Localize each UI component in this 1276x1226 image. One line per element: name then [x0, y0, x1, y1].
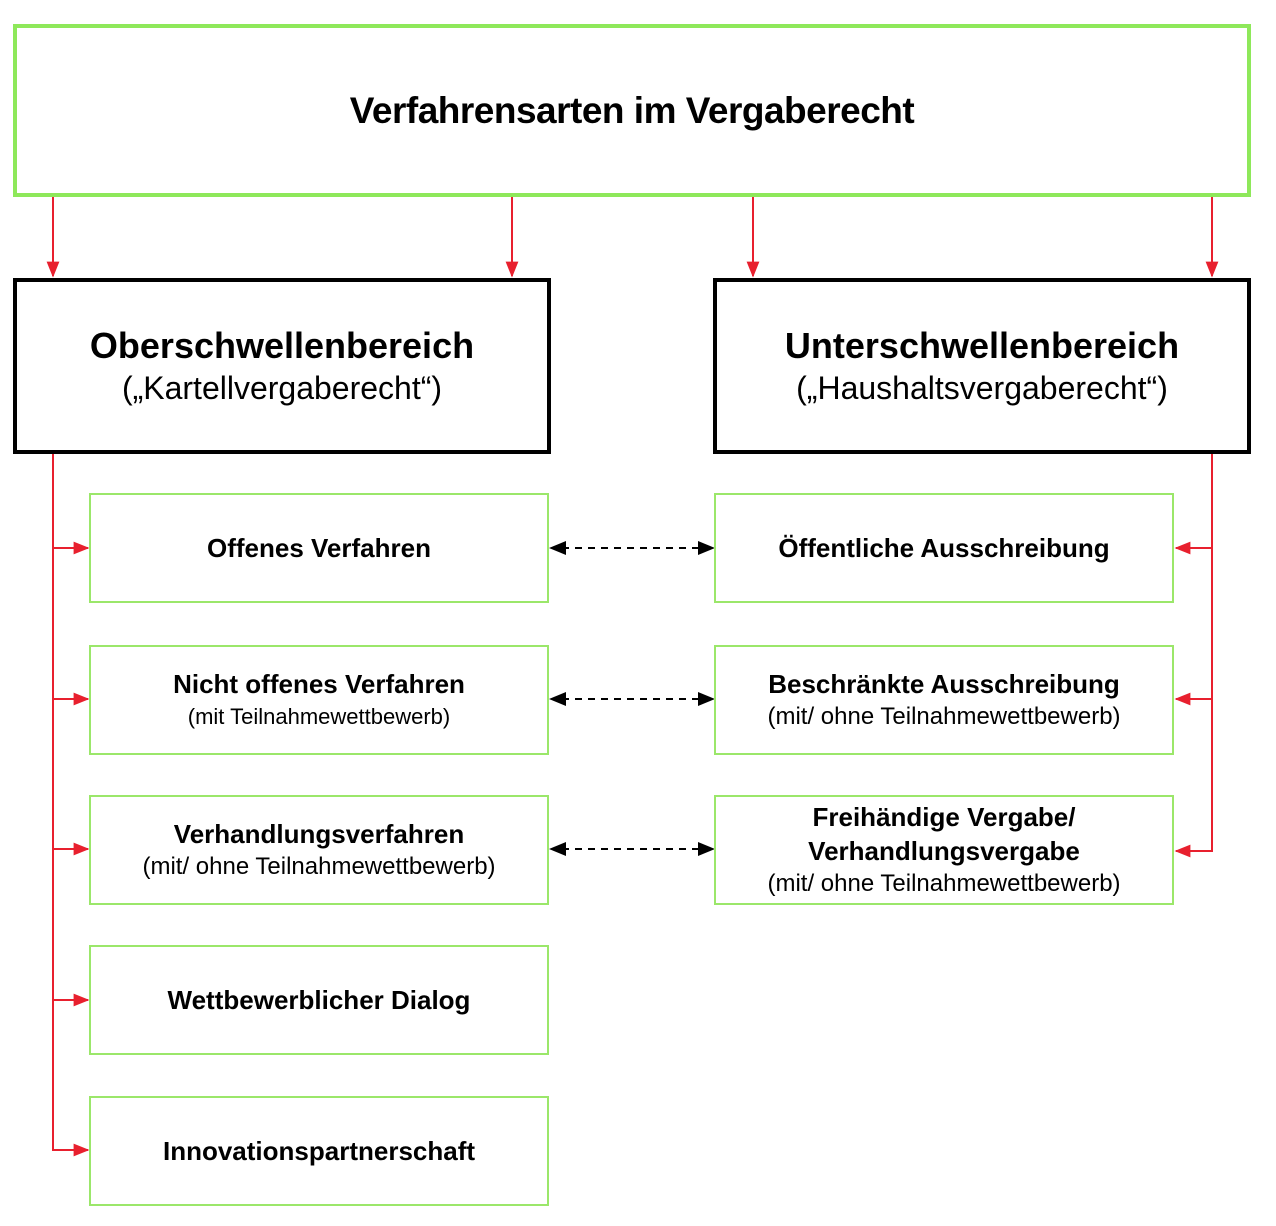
procedure-box-offenes-verfahren: Offenes Verfahren [89, 493, 549, 603]
ober-heading: Oberschwellenbereich [89, 325, 475, 366]
dashed-arrowhead-row-2-left [549, 692, 566, 706]
procedure-box-oeffentliche-ausschreibung: Öffentliche Ausschreibung [714, 493, 1174, 603]
procedure-box-beschraenkte-ausschreibung: Beschränkte Ausschreibung (mit/ ohne Tei… [714, 645, 1174, 755]
procedure-title: Innovationspartnerschaft [162, 1136, 476, 1166]
procedure-box-freihaendige-vergabe: Freihändige Vergabe/ Verhandlungsvergabe… [714, 795, 1174, 905]
procedure-note: (mit/ ohne Teilnahmewettbewerb) [142, 853, 496, 880]
dashed-arrowhead-row-2-right [698, 692, 715, 706]
unterschwellenbereich-box: Unterschwellenbereich („Haushaltsvergabe… [713, 278, 1251, 454]
unter-subheading: („Haushaltsvergaberecht“) [796, 370, 1168, 406]
dashed-arrowhead-row-3-right [698, 842, 715, 856]
procedure-title: Öffentliche Ausschreibung [778, 533, 1110, 563]
procedure-note: (mit/ ohne Teilnahmewettbewerb) [767, 870, 1121, 897]
dashed-arrowhead-row-1-right [698, 541, 715, 555]
oberschwellenbereich-box: Oberschwellenbereich („Kartellvergaberec… [13, 278, 551, 454]
dashed-arrowhead-row-1-left [549, 541, 566, 555]
procedure-title: Offenes Verfahren [207, 533, 431, 563]
procedure-box-wettbewerblicher-dialog: Wettbewerblicher Dialog [89, 945, 549, 1055]
title-box: Verfahrensarten im Vergaberecht [13, 24, 1251, 197]
ober-subheading: („Kartellvergaberecht“) [121, 370, 443, 406]
procedure-title: Nicht offenes Verfahren [173, 669, 465, 699]
procedure-note: (mit Teilnahmewettbewerb) [187, 704, 451, 729]
procedure-box-nicht-offenes-verfahren: Nicht offenes Verfahren (mit Teilnahmewe… [89, 645, 549, 755]
procedure-box-innovationspartnerschaft: Innovationspartnerschaft [89, 1096, 549, 1206]
procedure-title: Wettbewerblicher Dialog [167, 985, 471, 1015]
unter-heading: Unterschwellenbereich [784, 325, 1180, 366]
procedure-title: Verhandlungsverfahren [173, 819, 465, 849]
procedure-box-verhandlungsverfahren: Verhandlungsverfahren (mit/ ohne Teilnah… [89, 795, 549, 905]
procedure-note: (mit/ ohne Teilnahmewettbewerb) [767, 703, 1121, 730]
procedure-title: Beschränkte Ausschreibung [768, 669, 1120, 699]
procedure-title-line-2: Verhandlungsvergabe [808, 836, 1080, 866]
diagram-title: Verfahrensarten im Vergaberecht [349, 89, 915, 131]
procedure-title: Freihändige Vergabe/ [812, 802, 1076, 832]
dashed-arrowhead-row-3-left [549, 842, 566, 856]
